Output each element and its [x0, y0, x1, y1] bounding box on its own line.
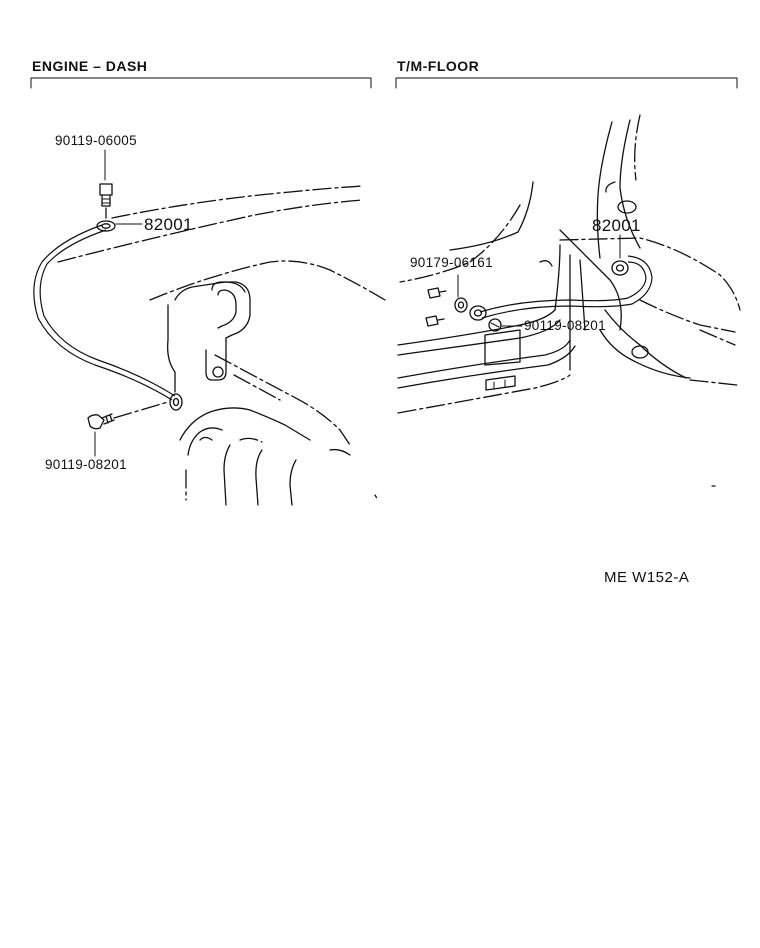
part-label-floor-bolt: 90119-08201: [524, 318, 606, 333]
part-label-nut: 90179-06161: [410, 255, 493, 270]
left-section-bracket: [30, 77, 372, 89]
part-label-top-bolt: 90119-06005: [55, 133, 137, 148]
tm-floor-illustration: [397, 114, 741, 487]
part-label-floor-cable: 82001: [592, 216, 641, 235]
section-title-engine-dash: ENGINE – DASH: [32, 58, 148, 74]
section-title-tm-floor: T/M-FLOOR: [397, 58, 480, 74]
part-label-bottom-bolt: 90119-08201: [45, 457, 127, 472]
engine-dash-illustration: [33, 149, 386, 506]
right-section-bracket: [395, 77, 738, 89]
diagram-code: ME W152-A: [604, 569, 690, 586]
part-label-ground-cable: 82001: [144, 215, 193, 234]
